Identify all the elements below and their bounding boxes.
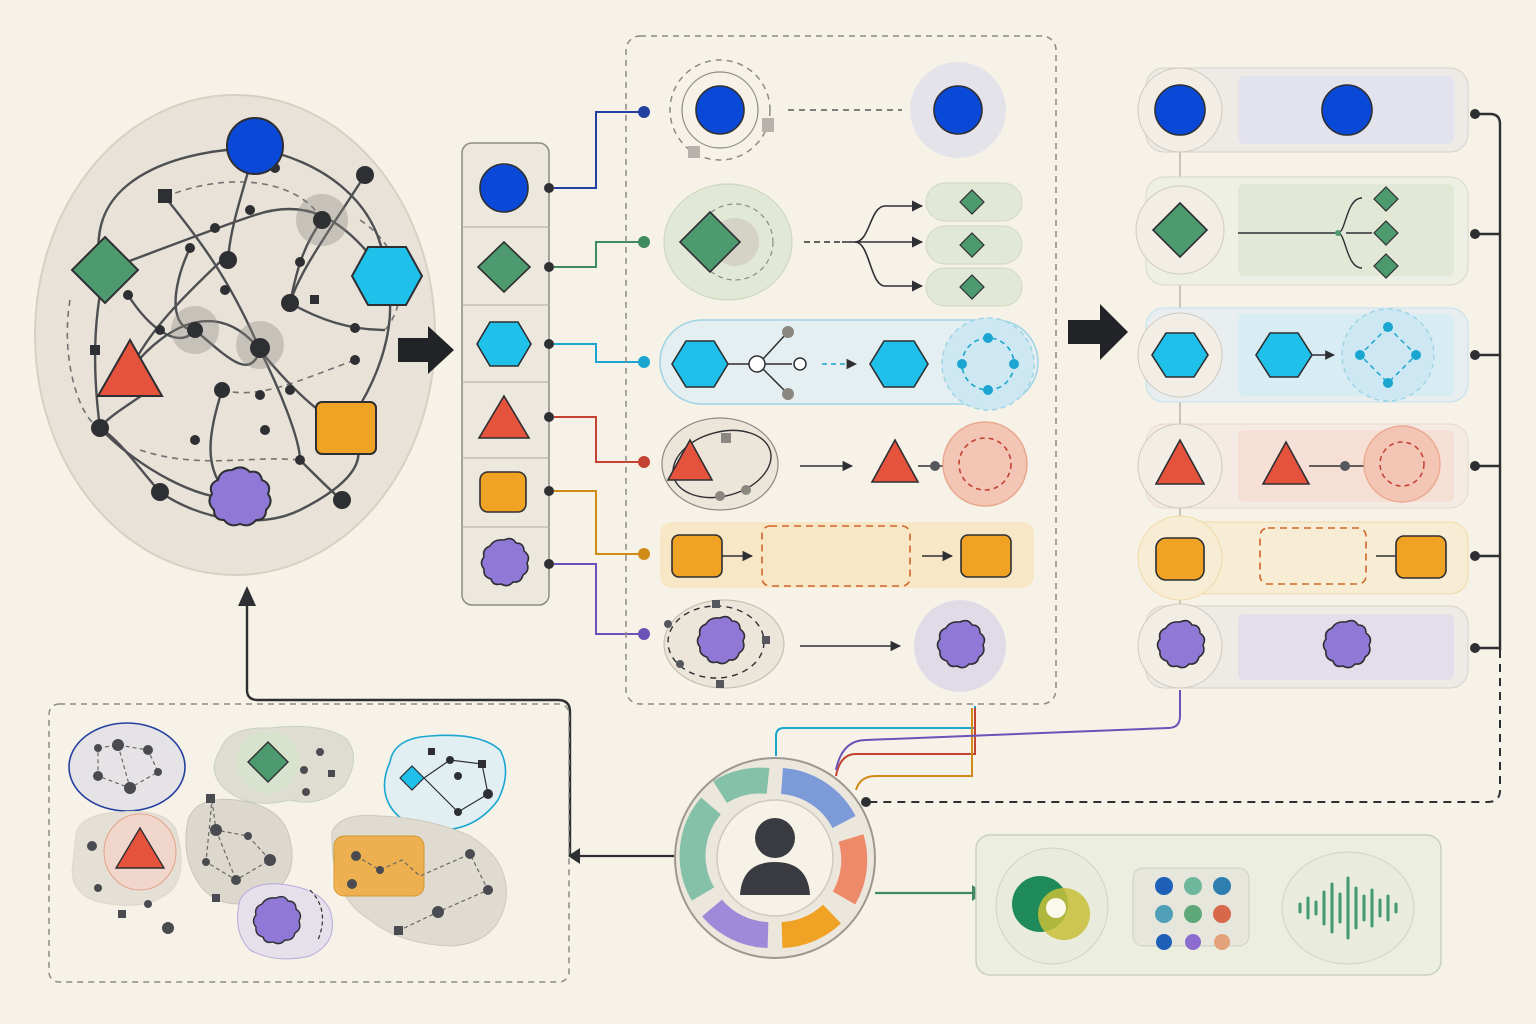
- entangled-network: [34, 94, 436, 576]
- column-circle-icon: [479, 163, 529, 213]
- resolved-circle-icon: [1154, 84, 1206, 136]
- column-blob-icon: [480, 537, 530, 587]
- resolved-row-green: [1135, 176, 1469, 286]
- resolved-bus: [1475, 112, 1502, 650]
- network-triangle-icon: [96, 337, 164, 397]
- column-triangle-icon: [477, 394, 531, 439]
- transform-rounded-square-icon: [671, 534, 723, 578]
- transform-row-orange: [660, 522, 1034, 588]
- network-diamond-icon: [70, 235, 140, 305]
- clustered-groups-panel: [48, 703, 570, 983]
- resolved-diamond-icon: [1151, 201, 1209, 259]
- column-diamond-icon: [476, 240, 532, 294]
- venn-icon: [995, 847, 1109, 965]
- transform-row-blue: [669, 59, 1006, 161]
- column-rounded-square-icon: [479, 471, 527, 513]
- network-hexagon-icon: [350, 246, 424, 306]
- network-rounded-square-icon: [315, 401, 377, 455]
- shape-separation-column: [461, 142, 550, 606]
- network-nodes: [90, 163, 374, 509]
- transform-row-green: [663, 182, 1023, 307]
- user-profile-ring: [674, 757, 876, 959]
- transform-circle-icon: [695, 85, 745, 135]
- flow-arrow-1: [398, 326, 454, 374]
- resolved-row-purple: [1137, 603, 1469, 689]
- column-connectors: [544, 106, 650, 640]
- feedback-line: [245, 604, 572, 856]
- column-hexagon-icon: [476, 321, 532, 367]
- transform-blob-icon: [696, 615, 746, 665]
- resolved-row-cyan: [1137, 307, 1469, 403]
- resolved-rows-panel: [861, 67, 1502, 807]
- network-circle-icon: [226, 117, 284, 175]
- outputs-panel: [975, 834, 1442, 976]
- transformation-panel: [625, 35, 1057, 705]
- user-feed-lines: [775, 690, 1181, 791]
- transform-hexagon-icon: [671, 340, 729, 388]
- transform-row-red: [661, 417, 1028, 511]
- dot-grid-icon: [1132, 867, 1250, 950]
- resolved-triangle-icon: [1154, 438, 1206, 485]
- resolved-row-orange: [1137, 515, 1469, 601]
- network-blob-icon: [208, 466, 272, 527]
- resolved-blob-icon: [1156, 619, 1206, 669]
- transform-row-purple: [663, 599, 1006, 692]
- user-avatar-icon: [755, 818, 795, 858]
- transform-triangle-icon: [666, 438, 714, 481]
- transform-row-cyan: [659, 317, 1039, 411]
- transform-diamond-icon: [678, 210, 742, 274]
- resolved-row-red: [1137, 423, 1469, 509]
- resolved-row-blue: [1137, 67, 1469, 153]
- transform-circle-result-icon: [933, 85, 983, 135]
- resolved-hexagon-icon: [1151, 332, 1209, 378]
- ring-segments: [679, 767, 868, 948]
- resolved-rounded-square-icon: [1155, 537, 1205, 581]
- flow-arrow-2: [1068, 304, 1128, 360]
- audio-waveform-icon: [1281, 851, 1415, 965]
